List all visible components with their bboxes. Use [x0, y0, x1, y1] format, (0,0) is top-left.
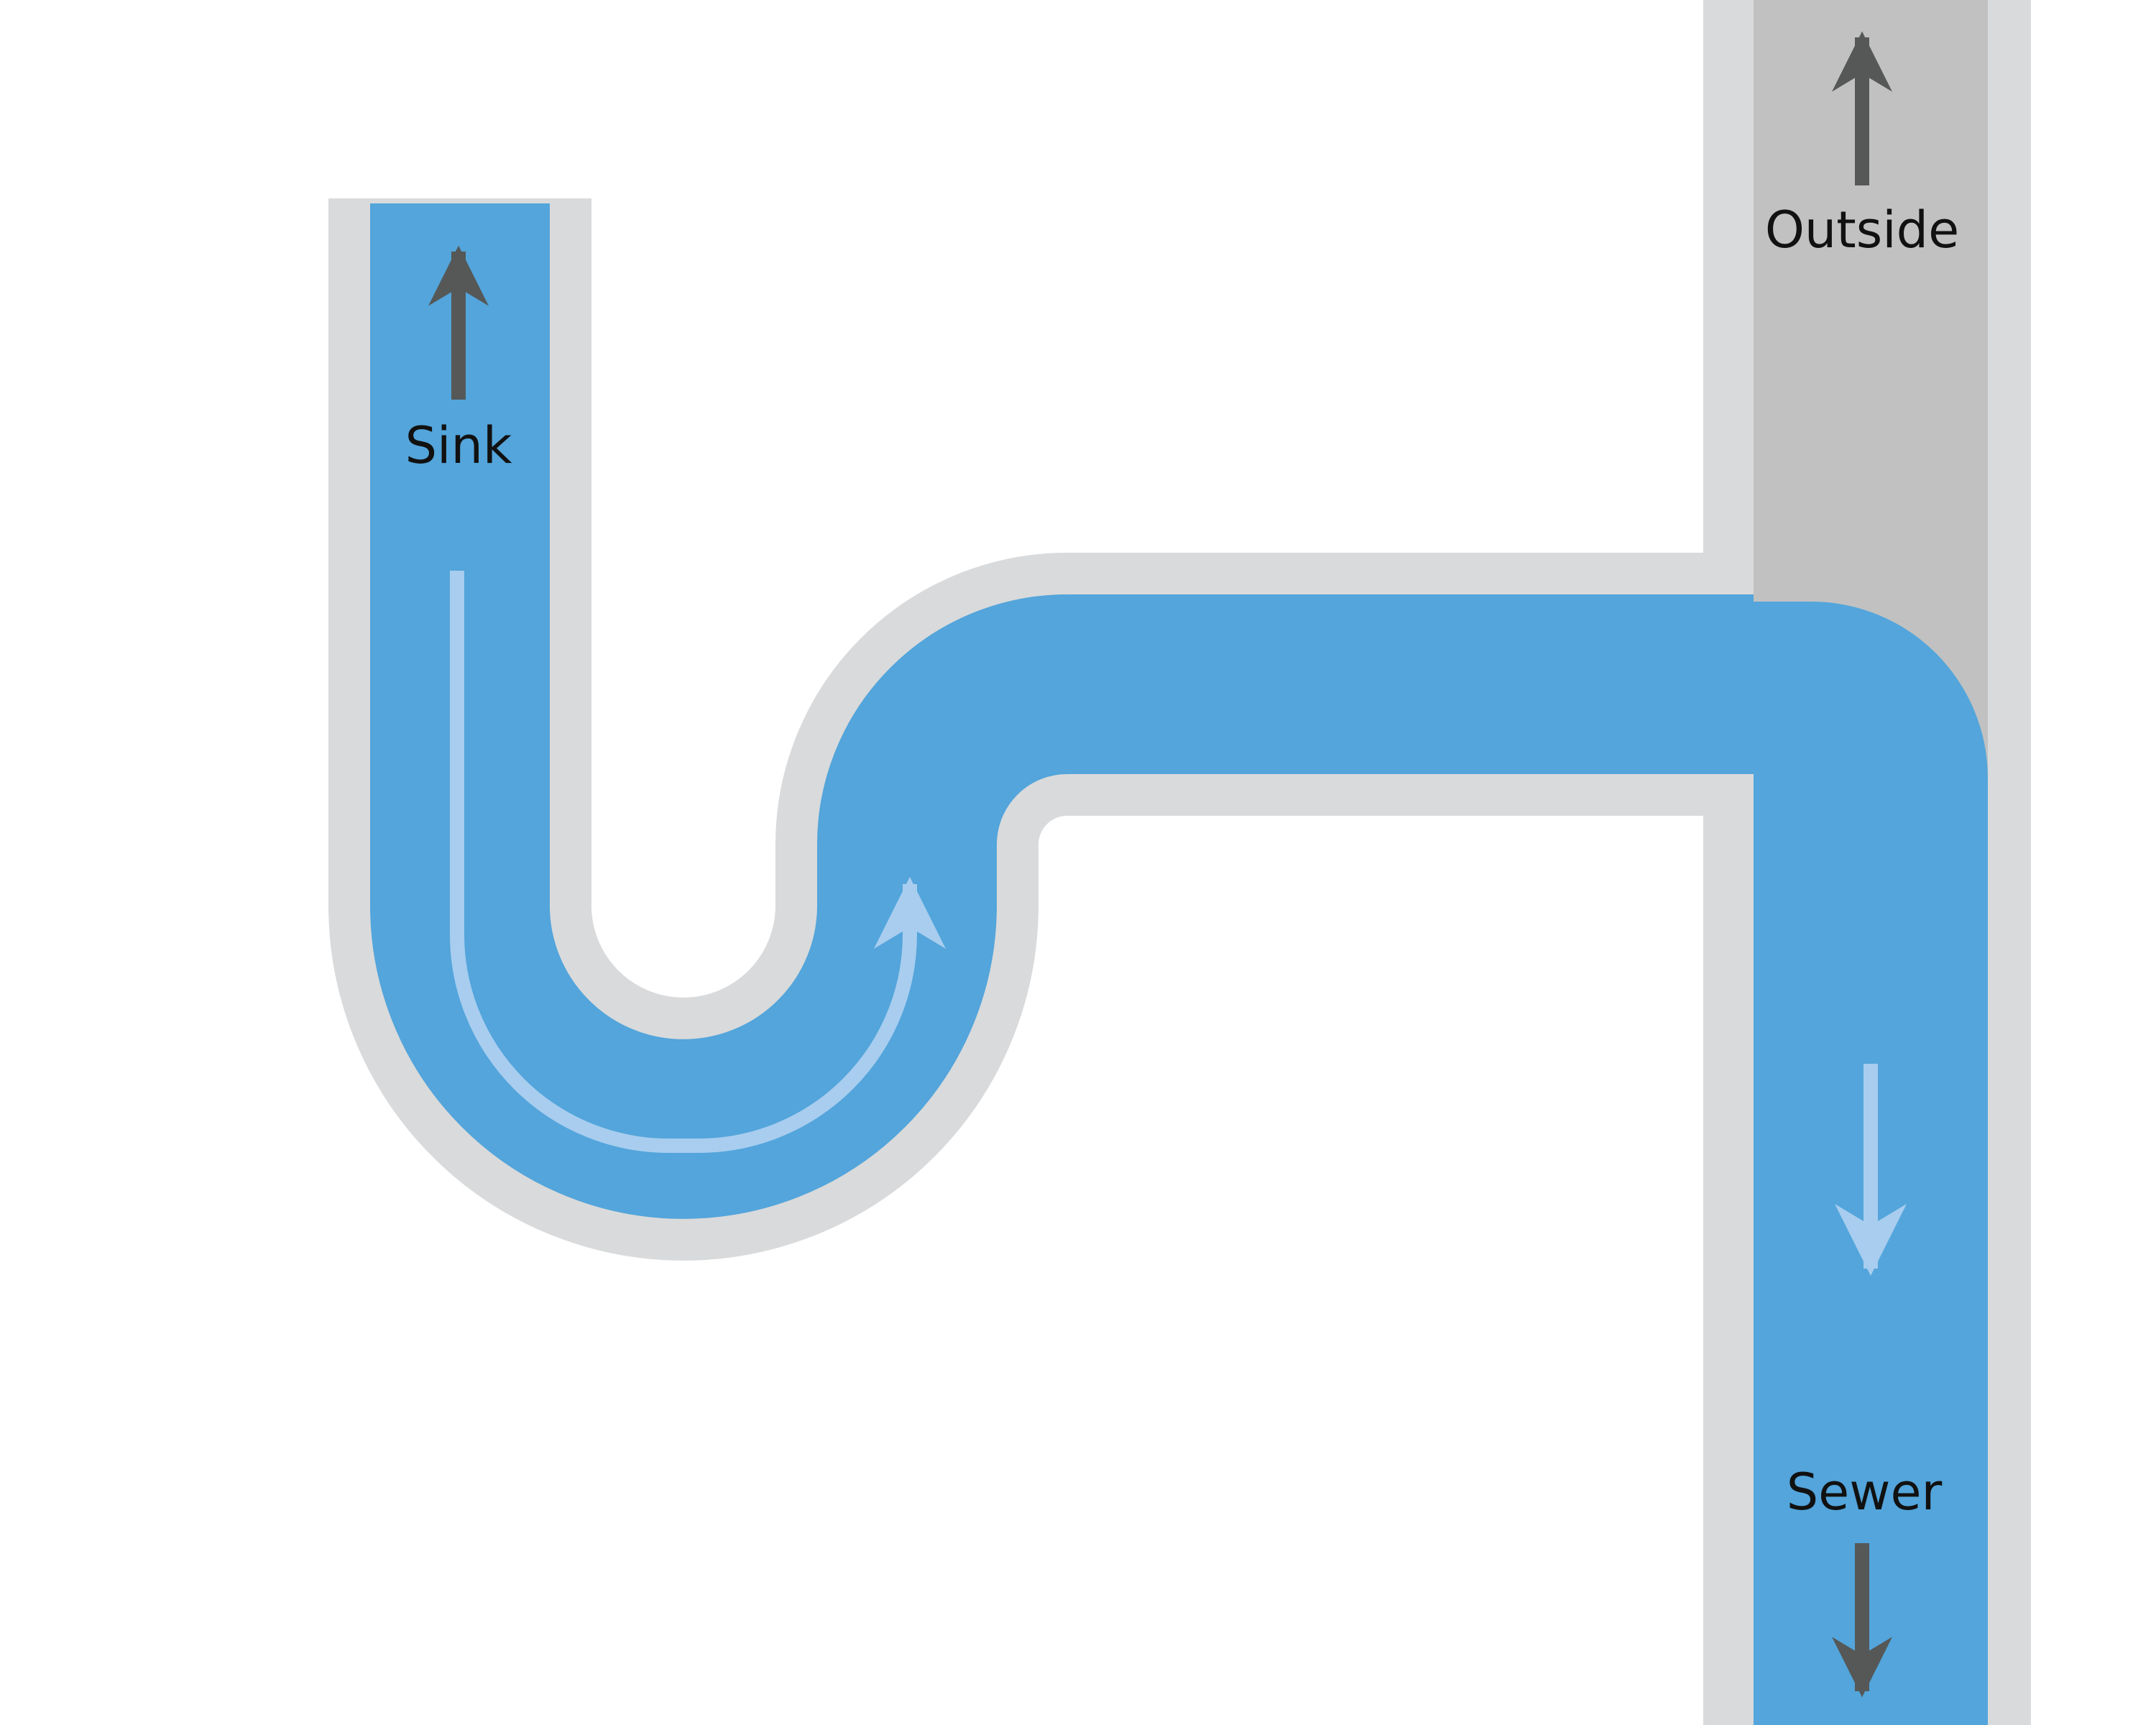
- trap-flow-arrow: [450, 571, 946, 1153]
- sink-label: Sink: [405, 416, 512, 475]
- stack-elbow-water: [1754, 602, 1988, 783]
- trap-water: [370, 203, 1754, 1219]
- outside-label: Outside: [1765, 201, 1959, 259]
- sewer-label: Sewer: [1787, 1463, 1943, 1522]
